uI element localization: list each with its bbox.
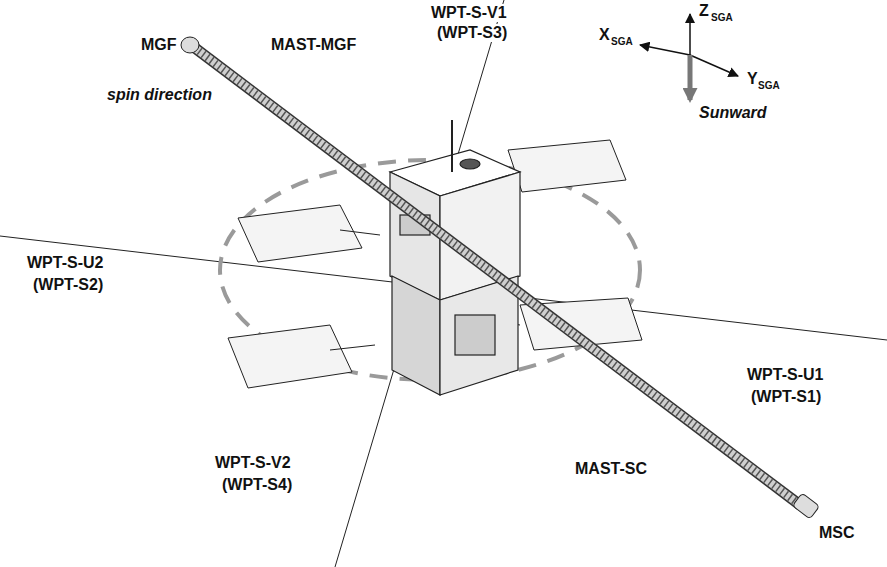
mast-label: MAST-MGF [270,36,357,54]
sensor-label: MSC [818,524,856,542]
mast-lattice [195,48,800,505]
axis-subscript: SGA [610,36,634,47]
mast-fill [195,48,800,505]
antenna-label: WPT-S-V1 [430,4,508,22]
antenna-label: (WPT-S1) [750,388,822,406]
antenna-label: WPT-S-V2 [214,454,292,472]
axis-label: Y [746,70,759,88]
spacecraft-body [390,120,520,395]
mast-label: MAST-SC [574,460,648,478]
axis-label: X [598,26,611,44]
antenna-label: (WPT-S4) [221,476,293,494]
antenna-label: WPT-S-U1 [746,366,824,384]
sga-axes [640,14,738,100]
msc-sensor [792,493,819,519]
antenna-label: (WPT-S2) [32,276,104,294]
mast [195,48,800,505]
mgf-sensor [181,37,199,53]
direction-label: Sunward [698,104,768,122]
axis-subscript: SGA [710,12,734,23]
axis-label: Z [698,2,710,20]
sensor-label: MGF [140,36,178,54]
antenna-label: WPT-S-U2 [26,254,104,272]
antenna-label: (WPT-S3) [436,24,508,42]
axis-subscript: SGA [757,80,781,91]
spin-label: spin direction [106,86,213,104]
